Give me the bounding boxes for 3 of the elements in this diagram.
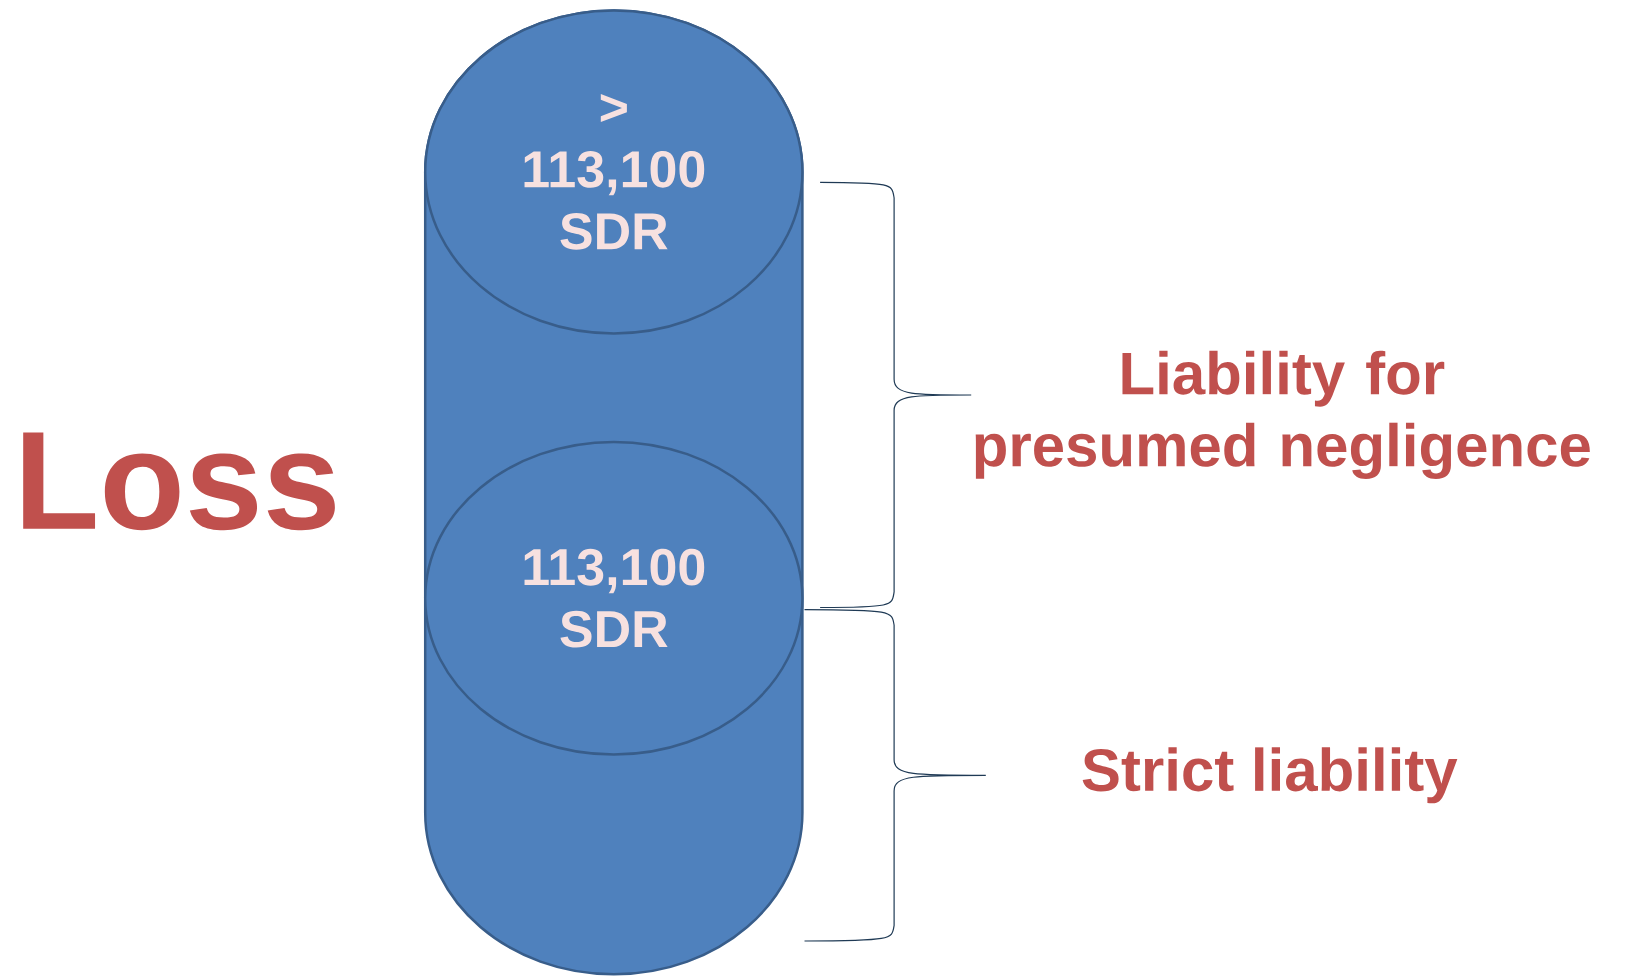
bracket-label: Liability for presumed negligence	[975, 350, 1590, 479]
bracket-label: Strict liability	[1082, 747, 1458, 804]
title-text: Loss	[23, 432, 335, 531]
